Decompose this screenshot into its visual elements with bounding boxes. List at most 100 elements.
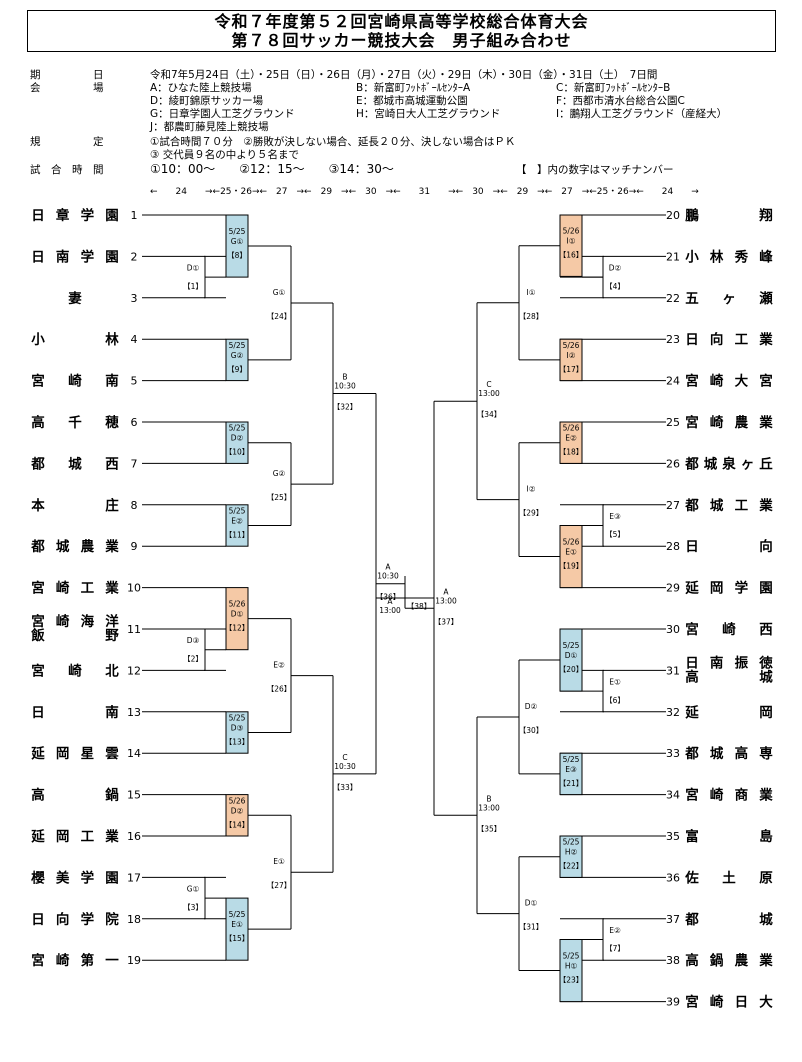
team-name: 日章学園 — [31, 207, 119, 224]
match-venue: E② — [609, 926, 621, 935]
team-name: 五ヶ瀬 — [685, 290, 773, 307]
team-name: 延岡 — [684, 704, 773, 721]
match-venue: C — [342, 753, 347, 762]
team-number: 9 — [131, 540, 138, 553]
bracket-line — [204, 876, 206, 920]
match-date: 5/26 — [229, 796, 246, 805]
match-venue: G② — [231, 351, 244, 360]
match-number-note: 【 】内の数字はマッチナンバー — [516, 164, 674, 176]
match-number: 【2】 — [183, 654, 203, 663]
team-number: 37 — [666, 913, 680, 926]
team-number: 33 — [666, 747, 680, 760]
rules-1: ①試合時間７０分 ②勝敗が決しない場合、延長２０分、決しない場合はＰＫ — [150, 136, 516, 148]
bracket-line — [602, 255, 604, 299]
venue-f: F：西都市清水台総合公園C — [556, 95, 685, 107]
team-name: 宮崎商業 — [685, 787, 773, 804]
team-number: 12 — [127, 664, 141, 677]
match-number: 【13】 — [225, 738, 250, 747]
match-date: 5/25 — [563, 838, 580, 847]
match-venue: E② — [273, 661, 285, 670]
team-name: 宮崎第一 — [31, 952, 119, 969]
match-number: 【38】 — [407, 602, 432, 611]
match-time: 13:00 — [435, 596, 457, 605]
venue-a: A：ひなた陸上競技場 — [150, 82, 252, 94]
venue-g: G：日章学園人工芝グラウンド — [150, 108, 295, 120]
match-time: 13:00 — [478, 803, 500, 812]
bracket-line — [602, 669, 604, 713]
match-number: 【23】 — [559, 976, 584, 985]
team-name: 妻 — [68, 290, 82, 307]
match-venue: D② — [525, 702, 538, 711]
title-line-2: 第７８回サッカー競技大会 男子組み合わせ — [231, 31, 572, 50]
match-venue: D① — [231, 610, 244, 619]
team-name: 日南 — [31, 704, 119, 721]
match-venue: E③ — [565, 765, 577, 774]
team-number: 29 — [666, 582, 680, 595]
match-venue: G② — [273, 469, 286, 478]
match-number: 【14】 — [225, 820, 250, 829]
team-name: 高鍋農業 — [685, 952, 773, 969]
match-venue: I① — [567, 237, 576, 246]
venue-b: B：新富町ﾌｯﾄﾎﾞｰﾙｾﾝﾀｰA — [356, 82, 471, 94]
team-number: 34 — [666, 789, 680, 802]
team-number: 30 — [666, 623, 680, 636]
team-number: 28 — [666, 540, 680, 553]
match-number: 【11】 — [225, 531, 250, 540]
team-name: 日向学院 — [31, 911, 119, 928]
match-number: 【29】 — [519, 509, 544, 518]
team-number: 7 — [131, 457, 138, 470]
match-venue: E① — [273, 857, 285, 866]
match-date: 5/25 — [563, 952, 580, 961]
team-number: 1 — [131, 209, 138, 222]
bracket-line — [204, 255, 206, 299]
match-number: 【5】 — [605, 530, 625, 539]
match-venue: A — [443, 587, 449, 596]
match-date: 5/25 — [563, 755, 580, 764]
team-number: 4 — [131, 333, 138, 346]
match-date: 5/25 — [229, 714, 246, 723]
team-number: 36 — [666, 871, 680, 884]
team-name: 都城高専 — [684, 745, 773, 762]
team-name: 都城 — [684, 911, 773, 928]
match-venue: D① — [187, 263, 200, 272]
date-label: 期 日 — [30, 69, 104, 81]
match-number: 【16】 — [559, 251, 584, 260]
bracket-line — [204, 628, 206, 671]
title-box: 令和７年度第５２回宮崎県高等学校総合体育大会 第７８回サッカー競技大会 男子組み… — [27, 10, 776, 52]
team-name: 都城西 — [30, 455, 119, 472]
team-number: 39 — [666, 996, 680, 1009]
match-venue: C — [486, 380, 491, 389]
match-venue: D① — [565, 651, 578, 660]
team-name: 都城農業 — [30, 538, 119, 555]
bracket-line — [602, 918, 604, 961]
team-number: 27 — [666, 499, 680, 512]
team-number: 18 — [127, 913, 141, 926]
match-venue: D① — [525, 899, 538, 908]
match-venue: D② — [231, 806, 244, 815]
match-date: 5/26 — [563, 538, 580, 547]
team-name: 延岡星雲 — [30, 745, 119, 762]
team-name: 日向 — [685, 538, 773, 555]
team-name: 宮崎日大 — [685, 994, 773, 1011]
team-number: 26 — [666, 457, 680, 470]
team-number: 3 — [131, 292, 138, 305]
team-number: 35 — [666, 830, 680, 843]
match-number: 【6】 — [605, 696, 625, 705]
team-name: 宮崎西 — [685, 621, 773, 638]
date-value: 令和7年5月24日（土）・25日（日）・26日（月）・27日（火）・29日（木）… — [150, 69, 658, 81]
team-name: 日向工業 — [685, 331, 773, 348]
match-venue: E② — [231, 517, 243, 526]
match-number: 【27】 — [267, 881, 292, 890]
team-name: 小林秀峰 — [685, 248, 773, 265]
match-times: ①10：00〜 ②12：15〜 ③14：30〜 — [150, 162, 394, 176]
match-time: 10:30 — [334, 382, 356, 391]
match-number: 【32】 — [333, 403, 358, 412]
match-number: 【28】 — [519, 312, 544, 321]
match-venue: E① — [609, 677, 621, 686]
team-name: 宮崎農業 — [685, 414, 773, 431]
match-number: 【15】 — [225, 934, 250, 943]
team-number: 14 — [127, 747, 141, 760]
team-number: 32 — [666, 706, 680, 719]
team-name: 飯野 — [30, 627, 119, 644]
